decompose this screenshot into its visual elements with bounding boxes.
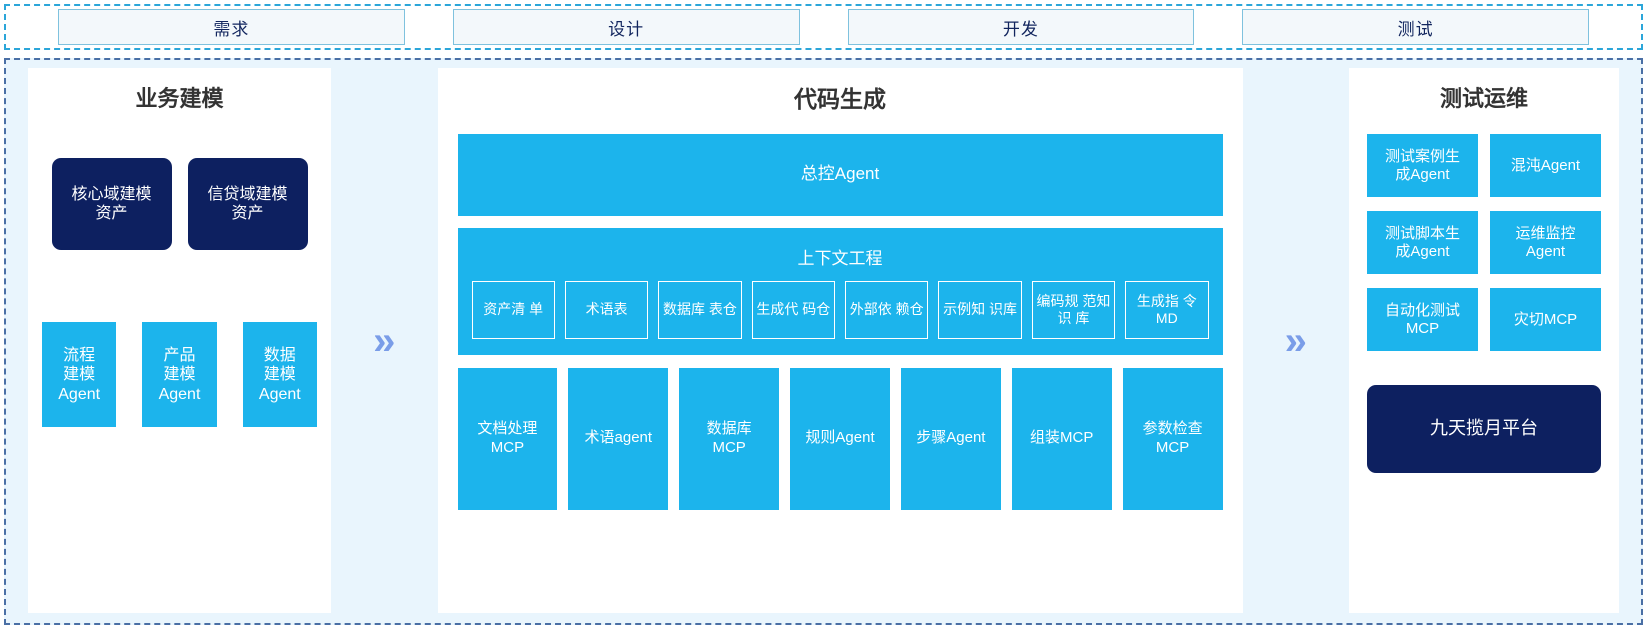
tool-card-parameter-check-mcp[interactable]: 参数检查 MCP bbox=[1122, 367, 1223, 510]
business-agent-group: 流程 建模 Agent 产品 建模 Agent 数据 建模 Agent bbox=[42, 322, 317, 428]
phase-tab-requirements[interactable]: 需求 bbox=[58, 9, 405, 45]
panel-code-generation: 代码生成 总控Agent 上下文工程 资产清 单 术语表 数据库 表仓 生成代 … bbox=[437, 68, 1243, 613]
test-card-automation-test-mcp[interactable]: 自动化测试 MCP bbox=[1367, 288, 1478, 352]
phase-tab-design[interactable]: 设计 bbox=[452, 9, 800, 45]
agent-card-product-modeling[interactable]: 产品 建模 Agent bbox=[142, 322, 217, 428]
context-engineering-block: 上下文工程 资产清 单 术语表 数据库 表仓 生成代 码仓 外部依 赖仓 示例知… bbox=[457, 227, 1223, 355]
agent-card-data-modeling[interactable]: 数据 建模 Agent bbox=[242, 322, 317, 428]
context-item-generated-code-repo[interactable]: 生成代 码仓 bbox=[751, 280, 835, 339]
panels-row: 业务建模 核心域建模 资产 信贷域建模 资产 流程 建模 Agent 产品 建模… bbox=[6, 60, 1641, 623]
tool-card-rule-agent[interactable]: 规则Agent bbox=[790, 367, 890, 510]
context-item-generation-instruction-md[interactable]: 生成指 令MD bbox=[1125, 280, 1209, 339]
panel-business-modeling: 业务建模 核心域建模 资产 信贷域建模 资产 流程 建模 Agent 产品 建模… bbox=[28, 68, 331, 613]
phase-tab-label: 设计 bbox=[608, 19, 645, 39]
controller-agent-bar[interactable]: 总控Agent bbox=[457, 133, 1223, 216]
tool-card-assembly-mcp[interactable]: 组装MCP bbox=[1011, 367, 1112, 510]
test-card-disaster-switch-mcp[interactable]: 灾切MCP bbox=[1490, 288, 1601, 352]
asset-card-core-domain[interactable]: 核心域建模 资产 bbox=[51, 158, 172, 251]
code-generation-tool-row: 文档处理 MCP 术语agent 数据库 MCP 规则Agent 步骤Agent… bbox=[457, 367, 1223, 510]
tool-card-document-processing-mcp[interactable]: 文档处理 MCP bbox=[457, 367, 558, 510]
panel-title-business-modeling: 业务建模 bbox=[135, 86, 224, 111]
platform-card-jiutian-lanyue[interactable]: 九天揽月平台 bbox=[1367, 385, 1601, 474]
test-card-ops-monitoring-agent[interactable]: 运维监控 Agent bbox=[1490, 211, 1601, 275]
agent-card-process-modeling[interactable]: 流程 建模 Agent bbox=[42, 322, 117, 428]
phase-tab-label: 测试 bbox=[1397, 19, 1434, 39]
context-item-db-table-repo[interactable]: 数据库 表仓 bbox=[658, 280, 742, 339]
chevron-right-icon-left-to-center: » bbox=[373, 318, 396, 363]
test-card-case-generation-agent[interactable]: 测试案例生 成Agent bbox=[1367, 134, 1478, 198]
phase-tab-testing[interactable]: 测试 bbox=[1242, 9, 1589, 45]
test-ops-card-grid: 测试案例生 成Agent 混沌Agent 测试脚本生 成Agent 运维监控 A… bbox=[1367, 134, 1601, 352]
test-card-chaos-agent[interactable]: 混沌Agent bbox=[1490, 134, 1601, 198]
context-item-asset-list[interactable]: 资产清 单 bbox=[471, 280, 555, 339]
tool-card-glossary-agent[interactable]: 术语agent bbox=[568, 367, 669, 510]
asset-card-credit-domain[interactable]: 信贷域建模 资产 bbox=[187, 158, 308, 251]
test-card-script-generation-agent[interactable]: 测试脚本生 成Agent bbox=[1367, 211, 1478, 275]
panel-title-test-ops: 测试运维 bbox=[1439, 86, 1528, 111]
panel-test-ops: 测试运维 测试案例生 成Agent 混沌Agent 测试脚本生 成Agent 运… bbox=[1349, 68, 1619, 613]
tool-card-database-mcp[interactable]: 数据库 MCP bbox=[679, 367, 780, 510]
tool-card-step-agent[interactable]: 步骤Agent bbox=[900, 367, 1001, 510]
context-item-external-dependency-repo[interactable]: 外部依 赖仓 bbox=[845, 280, 929, 339]
context-engineering-title: 上下文工程 bbox=[797, 248, 883, 268]
phase-tab-development[interactable]: 开发 bbox=[847, 9, 1195, 45]
chevron-right-icon-center-to-right: » bbox=[1284, 318, 1307, 363]
context-item-example-knowledge-base[interactable]: 示例知 识库 bbox=[938, 280, 1022, 339]
context-item-glossary[interactable]: 术语表 bbox=[564, 280, 649, 339]
business-asset-group: 核心域建模 资产 信贷域建模 资产 bbox=[42, 158, 317, 251]
phase-tab-label: 需求 bbox=[213, 19, 250, 39]
phase-strip: 需求 设计 开发 测试 bbox=[4, 4, 1643, 50]
panel-title-code-generation: 代码生成 bbox=[794, 86, 886, 112]
context-item-coding-standard-knowledge-base[interactable]: 编码规 范知识 库 bbox=[1031, 280, 1116, 339]
phase-tab-label: 开发 bbox=[1002, 19, 1039, 39]
context-engineering-items: 资产清 单 术语表 数据库 表仓 生成代 码仓 外部依 赖仓 示例知 识库 编码… bbox=[471, 280, 1209, 339]
diagram-body: 业务建模 核心域建模 资产 信贷域建模 资产 流程 建模 Agent 产品 建模… bbox=[4, 58, 1643, 625]
